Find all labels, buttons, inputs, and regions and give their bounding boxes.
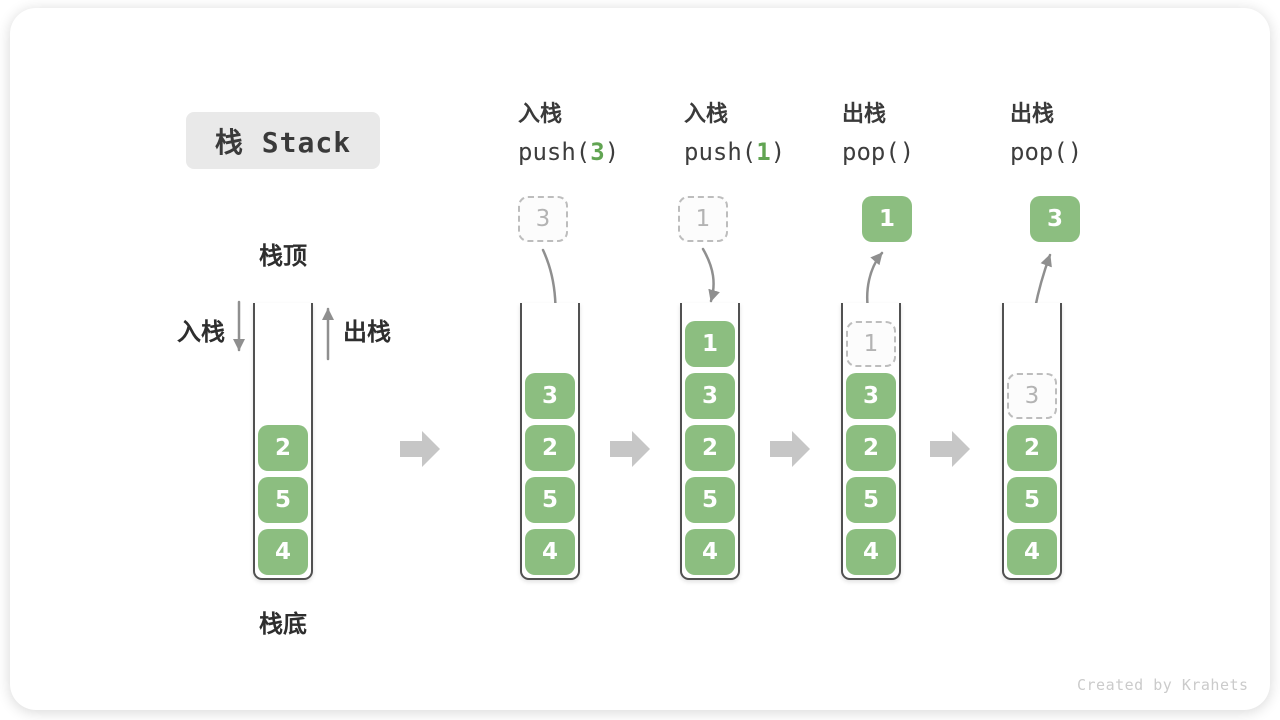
code-fn: pop( [1010,138,1068,166]
stack-item: 2 [846,425,896,471]
stack-item: 4 [685,529,735,575]
stack-item: 3 [525,373,575,419]
op-code: push(1) [684,140,785,164]
incoming-item-ghost: 3 [518,196,568,242]
code-close: ) [770,138,786,166]
stack-item: 4 [258,529,308,575]
stack-item: 2 [685,425,735,471]
stack-item: 4 [846,529,896,575]
removed-item-ghost: 3 [1007,373,1057,419]
code-close: ) [604,138,620,166]
stack-item: 2 [1007,425,1057,471]
op-header-pop-2: 出栈 pop() [1010,102,1082,165]
push-side-label: 入栈 [177,318,225,346]
removed-item-ghost: 1 [846,321,896,367]
code-fn: push( [684,138,757,166]
code-fn: pop( [842,138,900,166]
op-action-label: 出栈 [842,102,887,127]
code-fn: push( [518,138,591,166]
stack-item: 5 [1007,477,1057,523]
title-badge: 栈 Stack [186,112,380,169]
stack-item: 3 [685,373,735,419]
code-close: ) [1067,138,1083,166]
incoming-item-ghost: 1 [678,196,728,242]
code-arg: 3 [590,138,605,166]
op-action-label: 入栈 [518,102,563,127]
op-code: push(3) [518,140,619,164]
op-header-push-3: 入栈 push(3) [518,102,619,165]
stack-bottom-label: 栈底 [259,610,307,638]
popped-item: 1 [862,196,912,242]
stack-item: 3 [846,373,896,419]
stack-item: 5 [525,477,575,523]
stack-top-label: 栈顶 [259,242,307,270]
stack-item: 5 [846,477,896,523]
op-header-push-1: 入栈 push(1) [684,102,785,165]
op-action-label: 出栈 [1010,102,1055,127]
stack-item: 1 [685,321,735,367]
stack-item: 2 [525,425,575,471]
stack-item: 5 [685,477,735,523]
stack-item: 5 [258,477,308,523]
stack-item: 4 [1007,529,1057,575]
op-code: pop() [842,140,914,164]
stack-item: 2 [258,425,308,471]
op-action-label: 入栈 [684,102,729,127]
watermark-credit: Created by Krahets [1077,676,1249,694]
code-arg: 1 [756,138,771,166]
stack-item: 4 [525,529,575,575]
page-title: 栈 Stack [214,125,352,159]
popped-item: 3 [1030,196,1080,242]
code-close: ) [899,138,915,166]
op-code: pop() [1010,140,1082,164]
op-header-pop-1: 出栈 pop() [842,102,914,165]
pop-side-label: 出栈 [343,318,391,346]
